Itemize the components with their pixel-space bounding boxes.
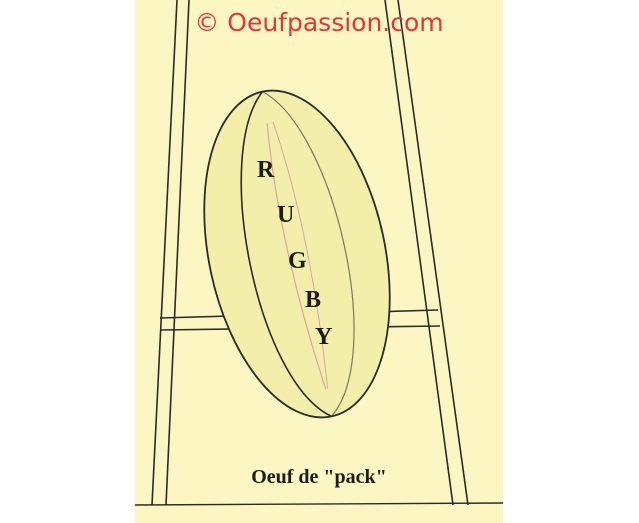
right-goal-post <box>384 0 469 506</box>
rugby-ball <box>203 89 391 419</box>
goal-posts-and-ball-drawing <box>135 0 503 506</box>
ball-letter-y: Y <box>315 324 333 350</box>
left-goal-post <box>151 0 190 506</box>
ball-letter-b: B <box>305 287 322 313</box>
watermark-text: © Oeufpassion.com <box>194 8 444 37</box>
ground-line <box>135 502 503 506</box>
caption-text: Oeuf de "pack" <box>251 466 387 488</box>
ball-letter-r: R <box>257 157 275 183</box>
drawing-card: © Oeufpassion.com R U G B Y Oeuf de "pac… <box>135 0 503 523</box>
ball-letter-g: G <box>288 248 307 274</box>
ball-letter-u: U <box>277 202 295 228</box>
